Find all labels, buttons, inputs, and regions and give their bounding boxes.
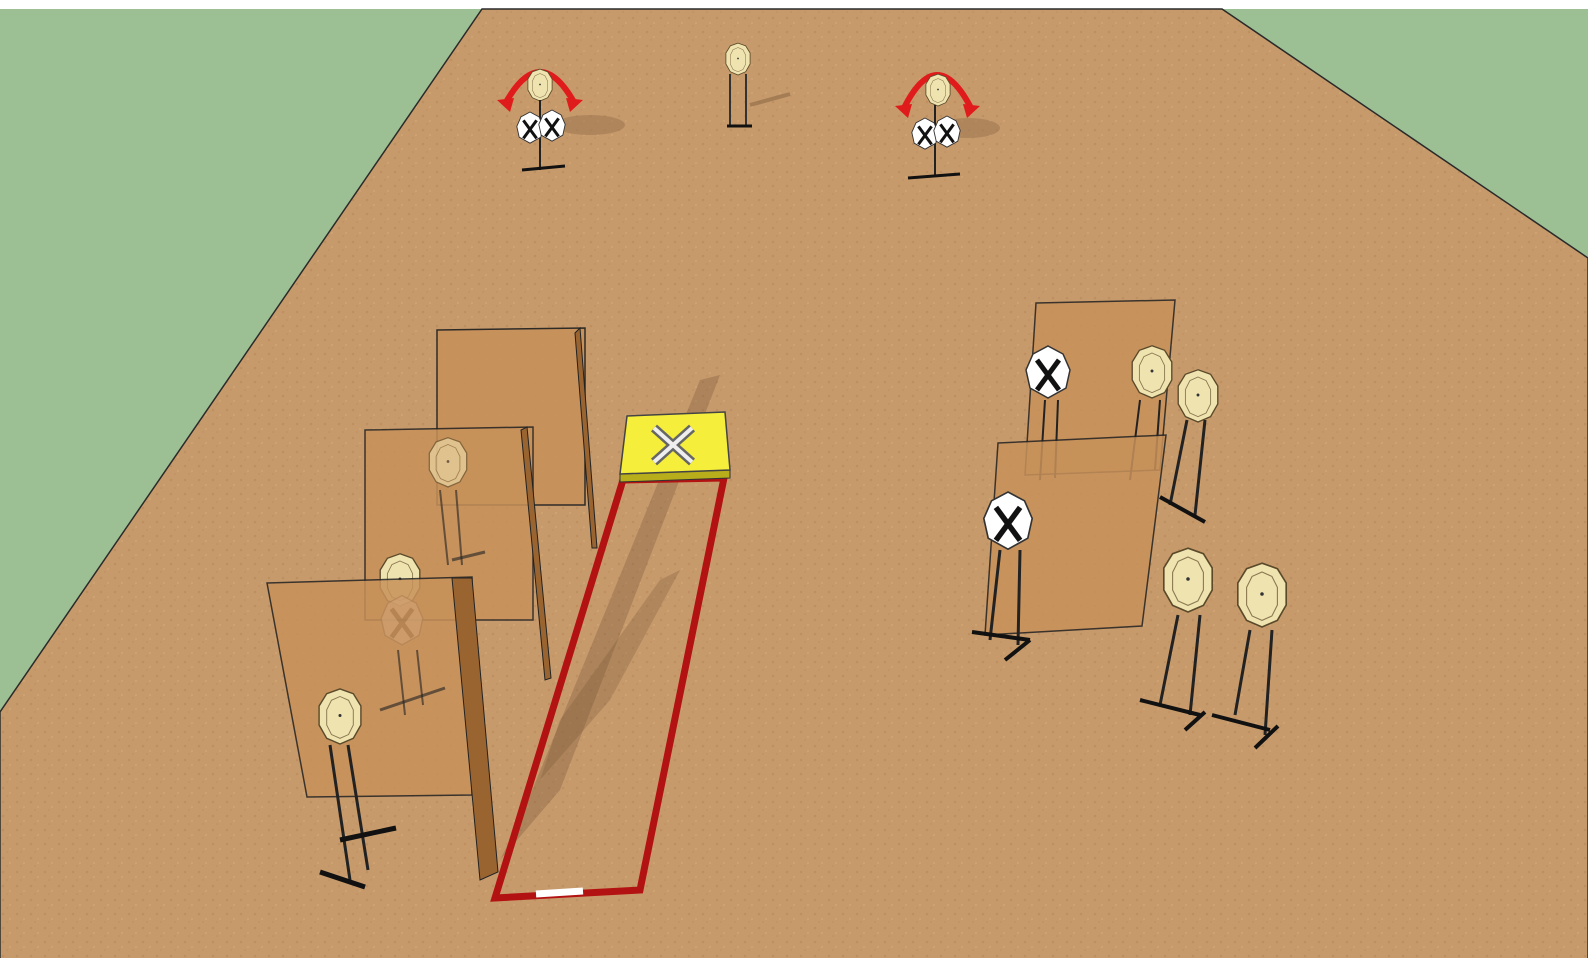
target-right-1 bbox=[1159, 369, 1219, 524]
target-right-3 bbox=[1211, 562, 1288, 750]
wall-front-right bbox=[971, 434, 1167, 662]
wall-shadow bbox=[500, 375, 720, 860]
bottom-white-strip bbox=[0, 958, 1588, 973]
top-white-strip bbox=[0, 0, 1588, 9]
wall-front-left bbox=[266, 553, 499, 881]
swinger-right bbox=[895, 72, 1000, 180]
activator-plate bbox=[619, 411, 731, 483]
arrow-head-left bbox=[497, 98, 514, 112]
target-right-2 bbox=[1139, 547, 1214, 732]
far-target-center bbox=[725, 42, 791, 128]
activator-x-icon bbox=[650, 424, 696, 466]
swinger-left bbox=[497, 68, 625, 172]
target-front-left bbox=[318, 688, 397, 890]
start-marker bbox=[535, 887, 584, 898]
